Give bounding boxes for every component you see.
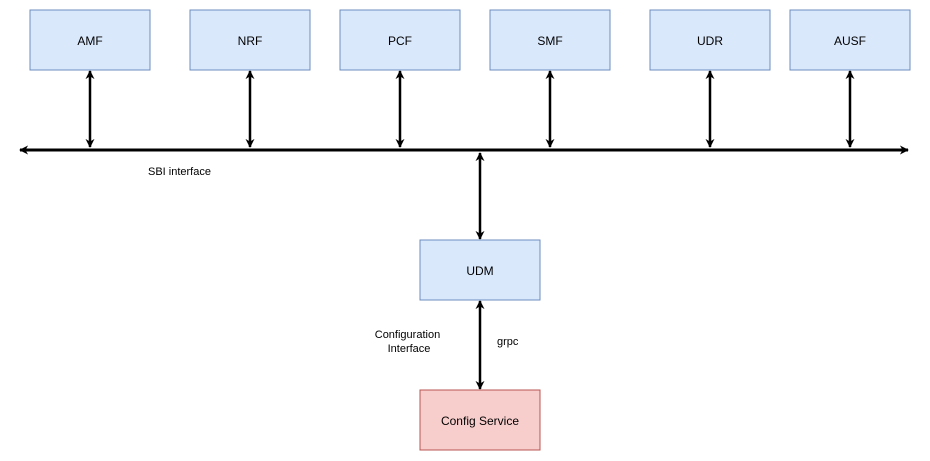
node-nrf: NRF	[189, 9, 311, 148]
top-nodes-group: AMF NRF PCF SMF UDR AUSF	[29, 9, 911, 148]
node-ausf: AUSF	[789, 9, 911, 148]
node-udm: UDM	[419, 239, 541, 301]
node-config-service-box	[419, 389, 541, 451]
node-amf-label: AMF	[77, 34, 102, 48]
node-pcf: PCF	[339, 9, 461, 148]
node-udr-box	[649, 9, 771, 71]
node-smf-label: SMF	[537, 34, 562, 48]
node-ausf-box	[789, 9, 911, 71]
node-nrf-box	[189, 9, 311, 71]
node-udm-label: UDM	[466, 264, 493, 278]
node-nrf-label: NRF	[238, 34, 263, 48]
node-pcf-label: PCF	[388, 34, 412, 48]
node-amf-box	[29, 9, 151, 71]
node-udr: UDR	[649, 9, 771, 148]
node-smf-box	[489, 9, 611, 71]
sbi-interface-label: SBI interface	[148, 166, 211, 178]
grpc-label: grpc	[497, 336, 519, 348]
node-amf: AMF	[29, 9, 151, 148]
node-udm-box	[419, 239, 541, 301]
config-interface-label: Configuration Interface	[375, 329, 444, 355]
config-interface-label-line2: Interface	[388, 343, 431, 355]
node-config-service: Config Service	[419, 389, 541, 451]
node-ausf-label: AUSF	[834, 34, 866, 48]
node-pcf-box	[339, 9, 461, 71]
config-interface-label-line1: Configuration	[375, 329, 440, 341]
node-config-service-label: Config Service	[441, 414, 519, 428]
node-udr-label: UDR	[697, 34, 723, 48]
node-smf: SMF	[489, 9, 611, 148]
